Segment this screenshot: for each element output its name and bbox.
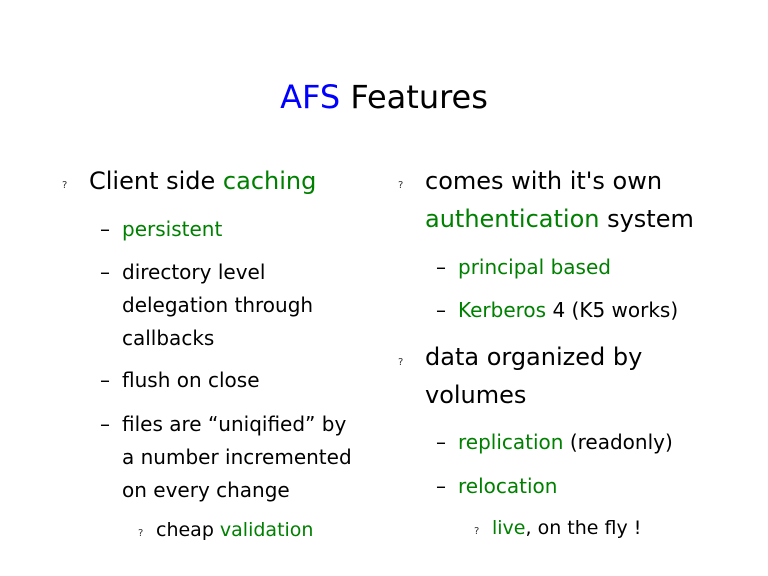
subsub-cheap-validation: cheap validation: [156, 519, 314, 541]
dash-icon: –: [100, 260, 110, 284]
sub-persistent: persistent: [122, 217, 223, 241]
bullet-icon: ?: [398, 357, 404, 368]
bullet-icon: ?: [62, 180, 68, 191]
dash-icon: –: [436, 255, 446, 279]
bullet-client-side-caching: Client side caching: [89, 167, 317, 195]
sub-principal-based: principal based: [458, 255, 611, 279]
dash-icon: –: [100, 412, 110, 436]
bullet-icon: ?: [138, 528, 144, 539]
dash-icon: –: [100, 217, 110, 241]
sub-flush-on-close: flush on close: [122, 368, 260, 392]
dash-icon: –: [436, 430, 446, 454]
dash-icon: –: [100, 368, 110, 392]
subsub-live: live, on the fly !: [492, 517, 642, 539]
dash-icon: –: [436, 298, 446, 322]
sub-relocation: relocation: [458, 474, 558, 498]
sub-replication: replication (readonly): [458, 430, 673, 454]
slide-title: AFS Features: [280, 78, 488, 116]
bullet-icon: ?: [398, 180, 404, 191]
sub-kerberos: Kerberos 4 (K5 works): [458, 298, 679, 322]
dash-icon: –: [436, 474, 446, 498]
bullet-icon: ?: [474, 526, 480, 537]
